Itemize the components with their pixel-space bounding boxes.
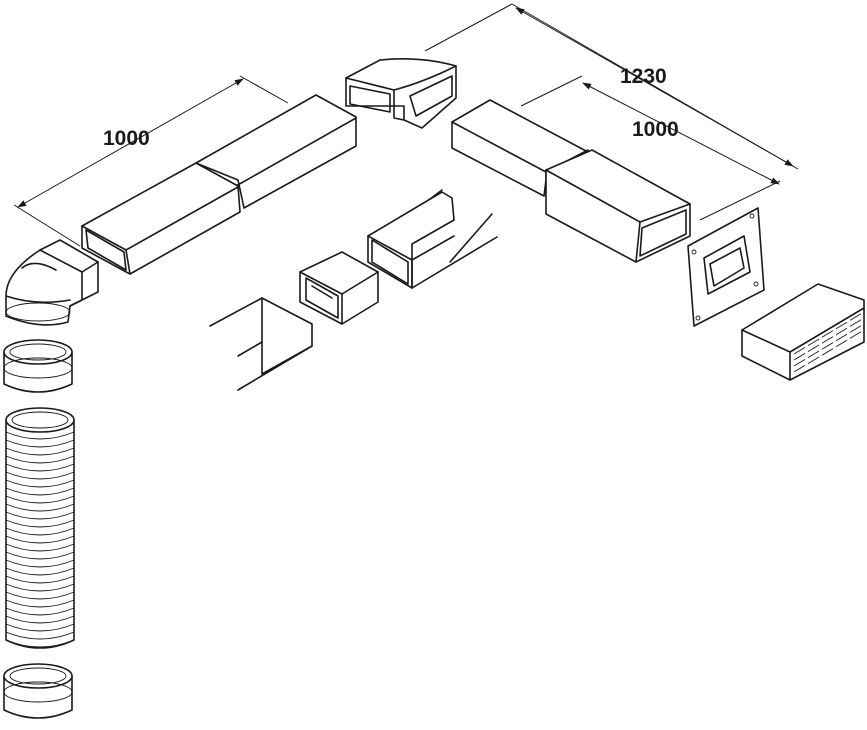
hose-rib — [5, 479, 75, 488]
grille-louvre — [793, 353, 806, 361]
hose-rib — [5, 431, 75, 440]
grille-louvre — [807, 344, 820, 352]
grille-louvre — [821, 336, 834, 344]
hose-rib — [5, 439, 75, 448]
middle-duct-section — [367, 189, 498, 289]
grille-louvre — [793, 365, 806, 373]
hose-rib — [5, 623, 75, 632]
hose-rib — [5, 495, 75, 504]
hose-rib — [5, 471, 75, 480]
grille-louvre — [821, 330, 834, 338]
grille-louvre — [807, 350, 820, 358]
flexible-hose — [5, 407, 75, 649]
grille-louvre — [835, 327, 848, 336]
hose-rib — [5, 543, 75, 552]
hose-rib — [5, 487, 75, 496]
round-adapter-bottom — [3, 663, 73, 719]
hose-rib — [5, 511, 75, 520]
grille-louvre — [793, 347, 806, 355]
hose-rib — [5, 551, 75, 560]
right-flat-duct-front — [545, 149, 691, 263]
wall-mounting-plate — [687, 207, 765, 327]
hose-rib — [5, 527, 75, 536]
grille-louvre — [849, 319, 862, 327]
dimension-label-total: 1230 — [620, 65, 667, 88]
duct-section-stub — [209, 297, 313, 391]
top-elbow-connector — [345, 58, 457, 129]
dimension-label-left: 1000 — [103, 127, 150, 150]
hose-rib — [5, 607, 75, 616]
grille-louvre — [821, 342, 834, 350]
grille-louvre — [849, 331, 862, 339]
grille-louvre — [821, 348, 834, 356]
hose-rib — [5, 567, 75, 576]
hose-rib — [5, 535, 75, 544]
hose-rib — [5, 631, 75, 640]
grille-louvre — [849, 325, 862, 333]
hose-rib — [5, 559, 75, 568]
hose-rib — [5, 599, 75, 608]
left-flat-duct-front — [81, 162, 241, 275]
round-adapter-top — [3, 339, 73, 393]
external-vent-grille — [741, 283, 865, 381]
hose-rib — [5, 583, 75, 592]
hose-rib — [5, 639, 75, 648]
hose-rib — [5, 503, 75, 512]
grille-louvre — [849, 313, 862, 321]
duct-connector — [299, 251, 379, 325]
grille-louvre — [793, 359, 806, 367]
hose-rib — [5, 519, 75, 528]
hose-rib — [5, 615, 75, 624]
hose-rib — [5, 455, 75, 464]
grille-louvre — [835, 333, 848, 342]
hose-rib — [5, 447, 75, 456]
grille-louvre — [807, 356, 820, 364]
left-elbow-connector — [5, 239, 99, 326]
grille-louvre — [807, 338, 820, 346]
dimension-right: 1230 1000 — [424, 3, 799, 221]
hose-rib — [5, 591, 75, 600]
dimension-left: 1000 — [13, 75, 289, 247]
hose-rib — [5, 463, 75, 472]
dimension-label-right: 1000 — [632, 118, 679, 141]
grille-louvre — [835, 321, 848, 330]
grille-louvre — [835, 339, 848, 348]
hose-rib — [5, 575, 75, 584]
